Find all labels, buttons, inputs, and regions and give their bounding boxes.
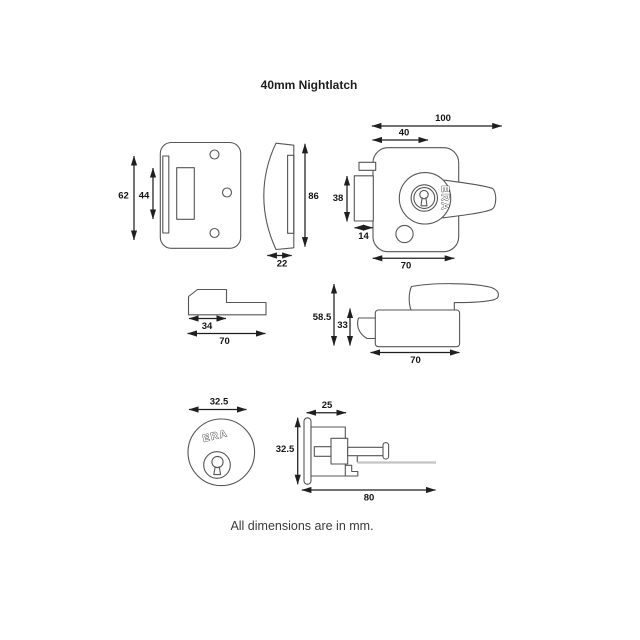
dim-label-bolt-height: 38 — [333, 193, 344, 204]
era-logo-rotated: ERA — [439, 185, 450, 211]
keyhole-stem — [213, 466, 222, 476]
connecting-bar — [347, 446, 384, 457]
keep-plate-outline — [159, 141, 242, 249]
keep-side-lip — [287, 154, 295, 234]
dim-label-keep-depth: 22 — [277, 258, 288, 269]
keep-screw-hole-top — [209, 149, 220, 160]
side-case-outline — [374, 309, 461, 348]
dim-label-backset: 40 — [399, 128, 410, 139]
units-note: All dimensions are in mm. — [230, 519, 374, 533]
body-step-outline — [344, 464, 359, 477]
cylinder-plug — [203, 451, 231, 479]
dim-label-rose-width: 25 — [322, 400, 333, 411]
latch-bolt-tab — [358, 161, 377, 171]
view-cylinder-front: 32.5 ERA — [187, 397, 256, 487]
dim-label-case-width: 70 — [401, 261, 412, 272]
side-handle-outline — [408, 283, 499, 311]
view-bolt-profile: 34 70 — [187, 288, 267, 347]
keep-side-profile — [263, 142, 295, 251]
view-keep-side: 86 22 — [263, 142, 319, 269]
cylinder-cam-block — [330, 437, 349, 465]
dim-label-keep-height: 86 — [308, 191, 319, 202]
keyhole-icon — [419, 189, 429, 200]
dim-label-overall-width: 100 — [435, 113, 451, 124]
cylinder-rose — [303, 417, 312, 485]
cylinder-ring-outer — [410, 184, 439, 212]
keep-aperture — [176, 167, 195, 220]
latch-bolt-face — [353, 175, 374, 222]
keyhole-stem — [420, 197, 428, 207]
keep-screw-hole-middle — [221, 187, 233, 198]
view-keep-front: 62 44 — [118, 141, 242, 249]
dim-label-case-height: 33 — [337, 320, 348, 331]
dim-label-bolt-length: 34 — [202, 321, 213, 332]
dim-label-bolt-width: 14 — [358, 231, 369, 242]
view-latch-side: 58.5 33 70 — [313, 283, 499, 366]
dim-label-cylinder-diameter: 32.5 — [210, 397, 229, 408]
bolt-profile-outline — [187, 288, 267, 316]
dim-label-rose-height: 32.5 — [276, 444, 295, 455]
dim-label-bolt-overall-length: 70 — [219, 336, 230, 347]
latch-handle — [442, 179, 497, 219]
era-logo: ERA — [202, 428, 230, 445]
dim-label-keep-aperture-height: 44 — [139, 191, 150, 202]
keep-lip-slot — [162, 155, 170, 234]
connecting-bar-tip — [382, 442, 390, 460]
latch-snib-hole — [395, 224, 414, 244]
cylinder-face-outline — [187, 418, 256, 487]
dim-label-overall-height: 58.5 — [313, 312, 332, 323]
view-cylinder-side: 25 32.5 80 — [276, 400, 436, 504]
page-title: 40mm Nightlatch — [260, 78, 358, 92]
view-latch-front: 100 40 ERA 38 14 70 — [333, 113, 503, 272]
dim-label-keep-plate-height: 62 — [118, 191, 129, 202]
keyhole-icon — [211, 455, 224, 469]
dim-label-cylinder-overall-length: 80 — [364, 493, 375, 504]
side-bolt-outline — [357, 317, 376, 340]
keep-screw-hole-bottom — [209, 227, 220, 239]
cylinder-ring-inner — [413, 187, 436, 209]
dim-label-case-depth: 70 — [410, 355, 421, 366]
